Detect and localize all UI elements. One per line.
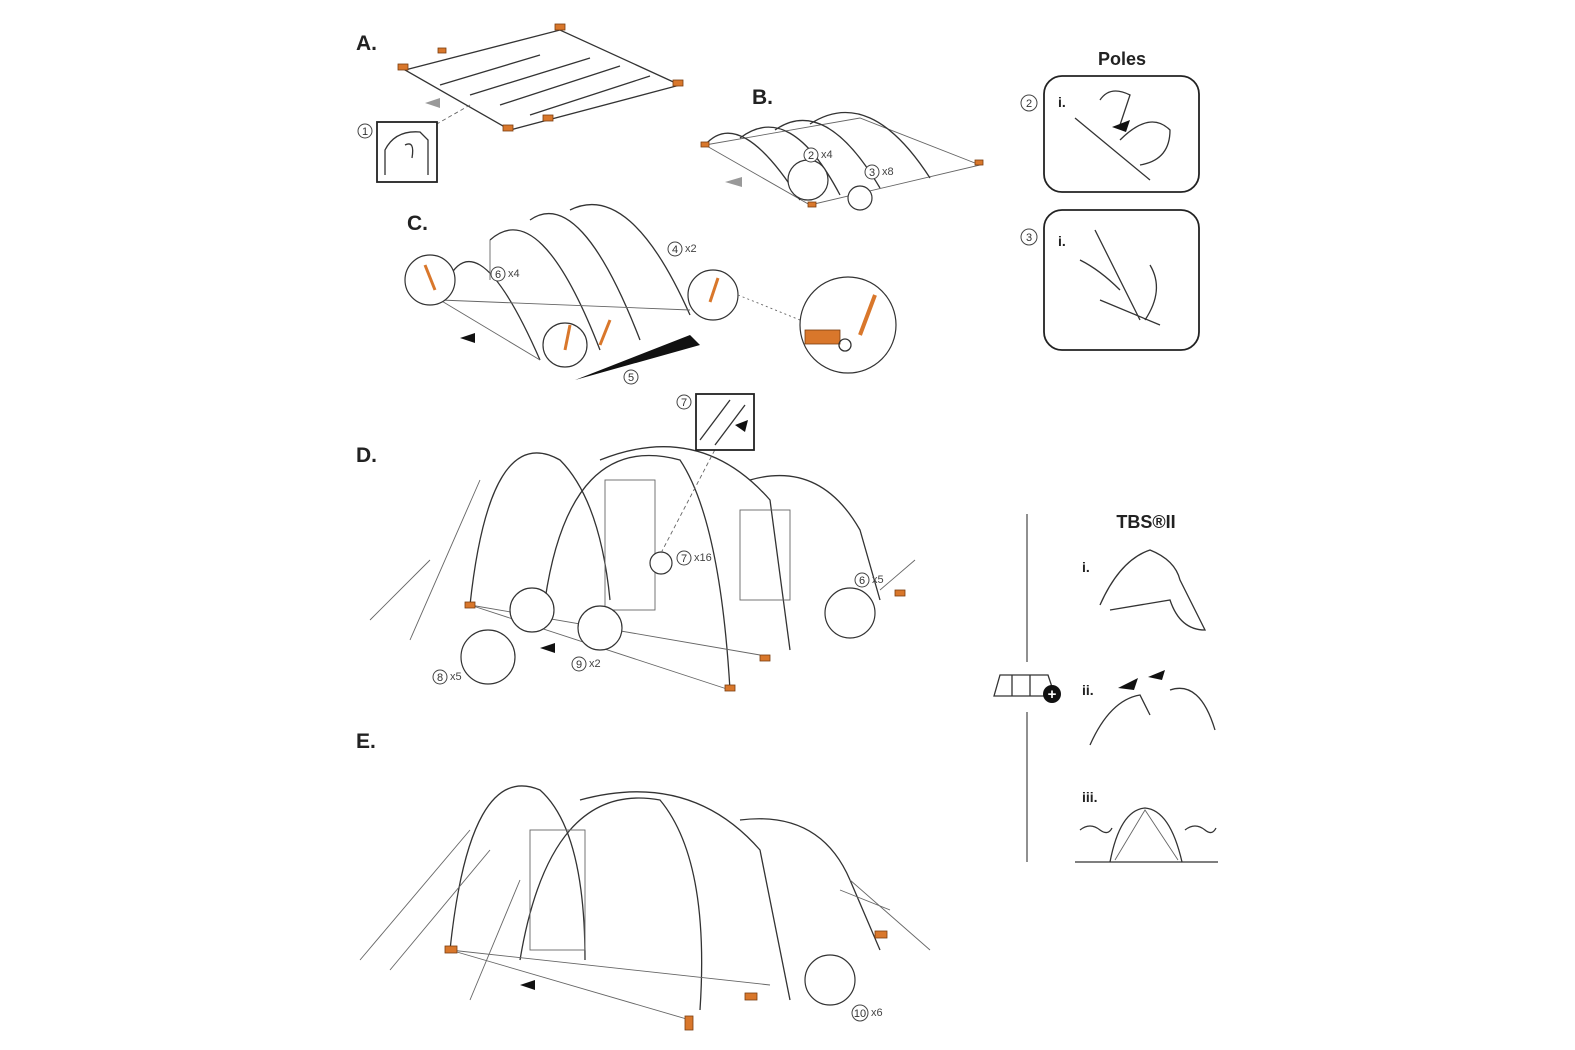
poles-panel-2: 2 i. (1020, 75, 1200, 193)
svg-text:x6: x6 (871, 1007, 883, 1019)
svg-text:i.: i. (1058, 94, 1066, 110)
callout-8: 8 x5 (432, 669, 462, 685)
svg-text:8: 8 (437, 672, 443, 684)
direction-arrow-icon (520, 980, 535, 990)
direction-arrow-icon (540, 643, 555, 653)
svg-text:7: 7 (681, 397, 687, 409)
callout-1: 1 (357, 121, 438, 183)
svg-text:10: 10 (854, 1008, 866, 1020)
svg-text:ii.: ii. (1082, 682, 1094, 698)
step-a-groundsheet (397, 23, 684, 132)
step-c-tent (404, 203, 897, 380)
callout-9: 9 x2 (571, 656, 601, 672)
svg-text:x2: x2 (685, 243, 697, 255)
svg-text:7: 7 (681, 553, 687, 565)
callout-6-d: 6 x5 (854, 572, 884, 588)
svg-text:x5: x5 (872, 574, 884, 586)
callout-4: 4 x2 (667, 241, 697, 257)
callout-3: 3 x8 (864, 164, 894, 180)
svg-text:x4: x4 (821, 149, 833, 161)
svg-text:5: 5 (628, 372, 634, 384)
svg-text:+: + (1048, 686, 1057, 703)
svg-text:4: 4 (672, 244, 678, 256)
callout-10: 10 x6 (851, 1004, 883, 1022)
svg-text:9: 9 (576, 659, 582, 671)
step-c-label: C. (407, 212, 428, 235)
callout-7-x16: 7 x16 (676, 550, 712, 566)
step-e-tent (359, 785, 931, 1031)
step-d-label: D. (356, 444, 377, 467)
direction-arrow-icon (575, 335, 700, 380)
svg-text:i.: i. (1082, 559, 1090, 575)
svg-text:x8: x8 (882, 166, 894, 178)
step-a-label: A. (356, 32, 377, 55)
svg-text:x4: x4 (508, 268, 520, 280)
callout-5: 5 (623, 369, 639, 385)
svg-text:2: 2 (1026, 98, 1032, 110)
svg-text:1: 1 (362, 126, 368, 138)
step-b-tent-arches (700, 111, 984, 211)
direction-arrow-icon (725, 177, 742, 187)
svg-text:6: 6 (859, 575, 865, 587)
plus-icon (1043, 685, 1061, 703)
svg-text:3: 3 (869, 167, 875, 179)
step-d-tent (369, 439, 916, 692)
direction-arrow-icon (425, 98, 440, 108)
callout-2: 2 x4 (803, 147, 833, 163)
stake-detail-circle (799, 276, 897, 374)
poles-panel-3: 3 i. (1020, 209, 1200, 351)
svg-text:6: 6 (495, 269, 501, 281)
callout-7-detail: 7 (676, 393, 755, 451)
svg-text:2: 2 (808, 150, 814, 162)
poles-title: Poles (1098, 49, 1146, 69)
svg-text:i.: i. (1058, 233, 1066, 249)
svg-text:3: 3 (1026, 232, 1032, 244)
tbs-title: TBS®II (1116, 512, 1175, 532)
svg-text:x16: x16 (694, 552, 712, 564)
svg-text:x2: x2 (589, 658, 601, 670)
callout-6-c: 6 x4 (490, 266, 520, 282)
svg-text:iii.: iii. (1082, 789, 1098, 805)
tbs-section: + TBS®II i. ii. iii. (993, 512, 1218, 863)
step-b-label: B. (752, 86, 773, 109)
step-e-label: E. (356, 730, 376, 753)
svg-text:x5: x5 (450, 671, 462, 683)
